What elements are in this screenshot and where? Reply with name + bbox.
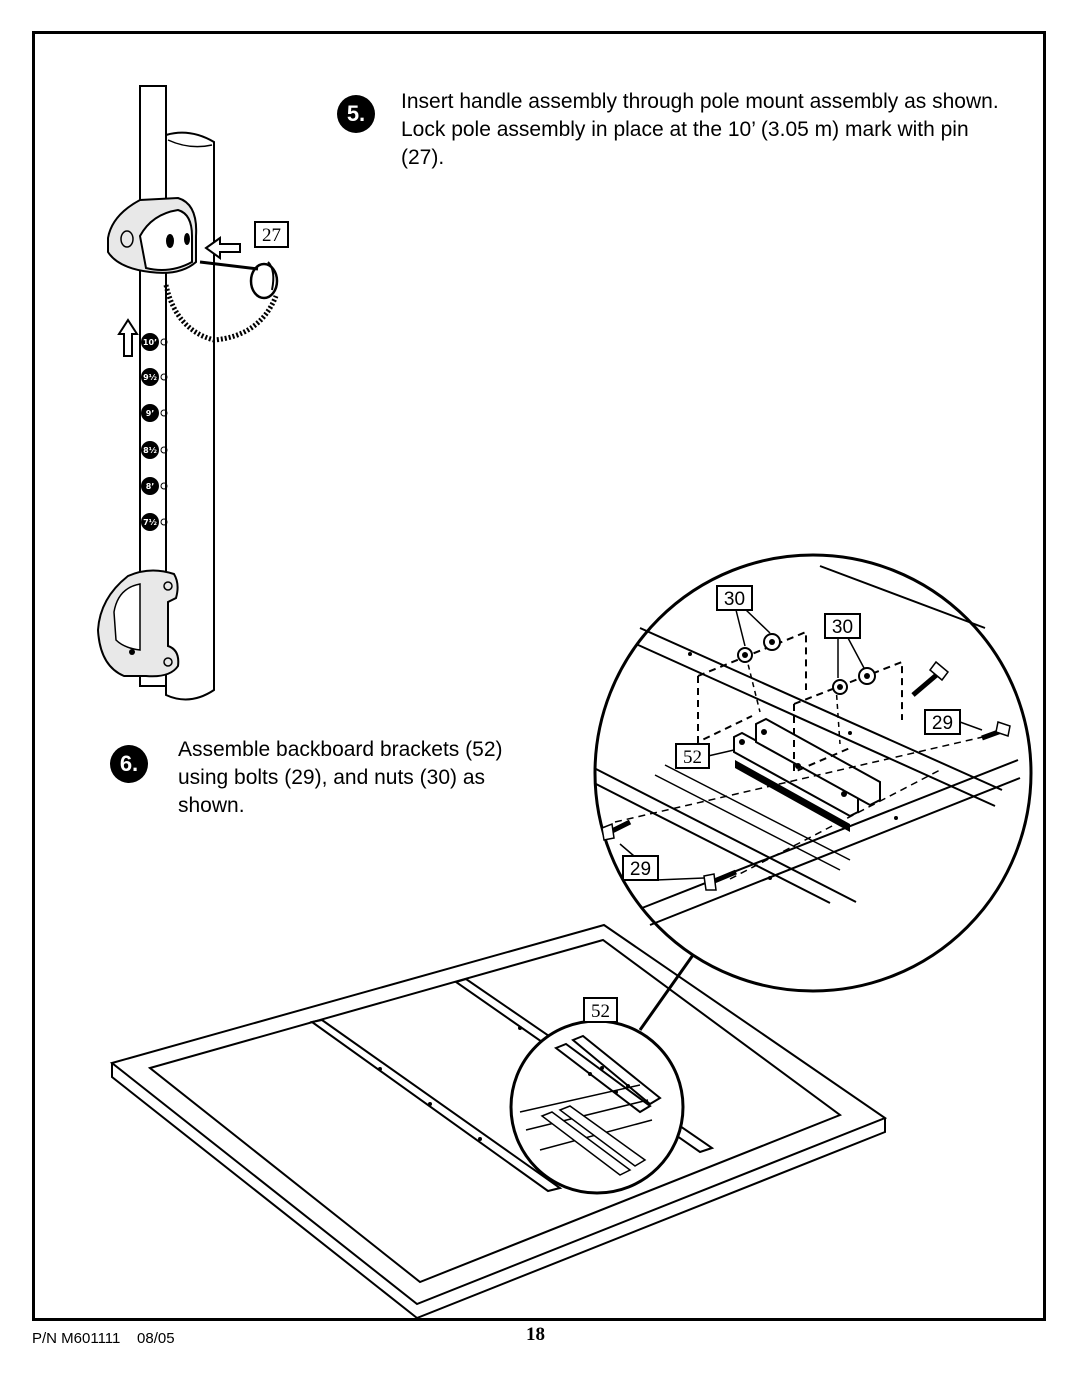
step-6-badge: 6. [110,745,148,783]
bolt-bottom [703,869,737,891]
bolt-right [981,721,1011,741]
bolt-top-right [911,660,950,697]
height-mark-9-5: 9½ [141,368,168,386]
callout-29-right-label: 29 [932,713,953,734]
bracket-detail-small [509,1019,685,1195]
detail-connector-line [638,954,695,1031]
step-5-badge: 5. [337,95,375,133]
callout-27: 27 [254,221,289,248]
callout-30-a: 30 [716,585,753,611]
callout-30-a-label: 30 [724,589,745,610]
step-5-number: 5. [346,101,366,126]
page-border [32,31,1046,1321]
height-mark-7-5: 7½ [141,513,168,531]
step-5-instruction: Insert handle assembly through pole moun… [401,90,999,169]
callout-29-left-label: 29 [630,859,651,880]
height-mark-7-5-label: 7½ [143,517,157,527]
height-mark-9: 9’ [141,404,168,422]
height-mark-8-label: 8’ [146,482,155,491]
bracket-detail-large [593,553,1033,993]
callout-52-frame: 52 [583,997,618,1023]
footer-part-number: P/N M601111 08/05 [32,1330,175,1347]
callout-27-label: 27 [262,225,281,246]
page-number: 18 [526,1324,545,1345]
height-marks: 10’ 9½ 9’ 8½ 8’ 7½ [141,333,168,531]
callout-29-left: 29 [622,855,659,881]
height-mark-10-label: 10’ [143,338,157,347]
callout-52-frame-label: 52 [591,1001,610,1022]
height-mark-8-5: 8½ [141,441,168,459]
bolt-left [601,819,632,841]
callout-30-b-label: 30 [832,617,853,638]
callout-52-detail: 52 [675,743,710,769]
height-mark-8: 8’ [141,477,168,495]
callout-52-detail-label: 52 [683,747,702,768]
height-mark-9-label: 9’ [146,409,155,418]
height-mark-9-5-label: 9½ [143,372,157,382]
callout-30-b: 30 [824,613,861,639]
pole-illustration [96,85,279,701]
step-6-number: 6. [119,751,139,776]
height-mark-8-5-label: 8½ [143,445,157,455]
callout-29-right: 29 [924,709,961,735]
step-6-instruction: Assemble backboard brackets (52) using b… [178,738,503,817]
height-mark-10: 10’ [141,333,168,351]
